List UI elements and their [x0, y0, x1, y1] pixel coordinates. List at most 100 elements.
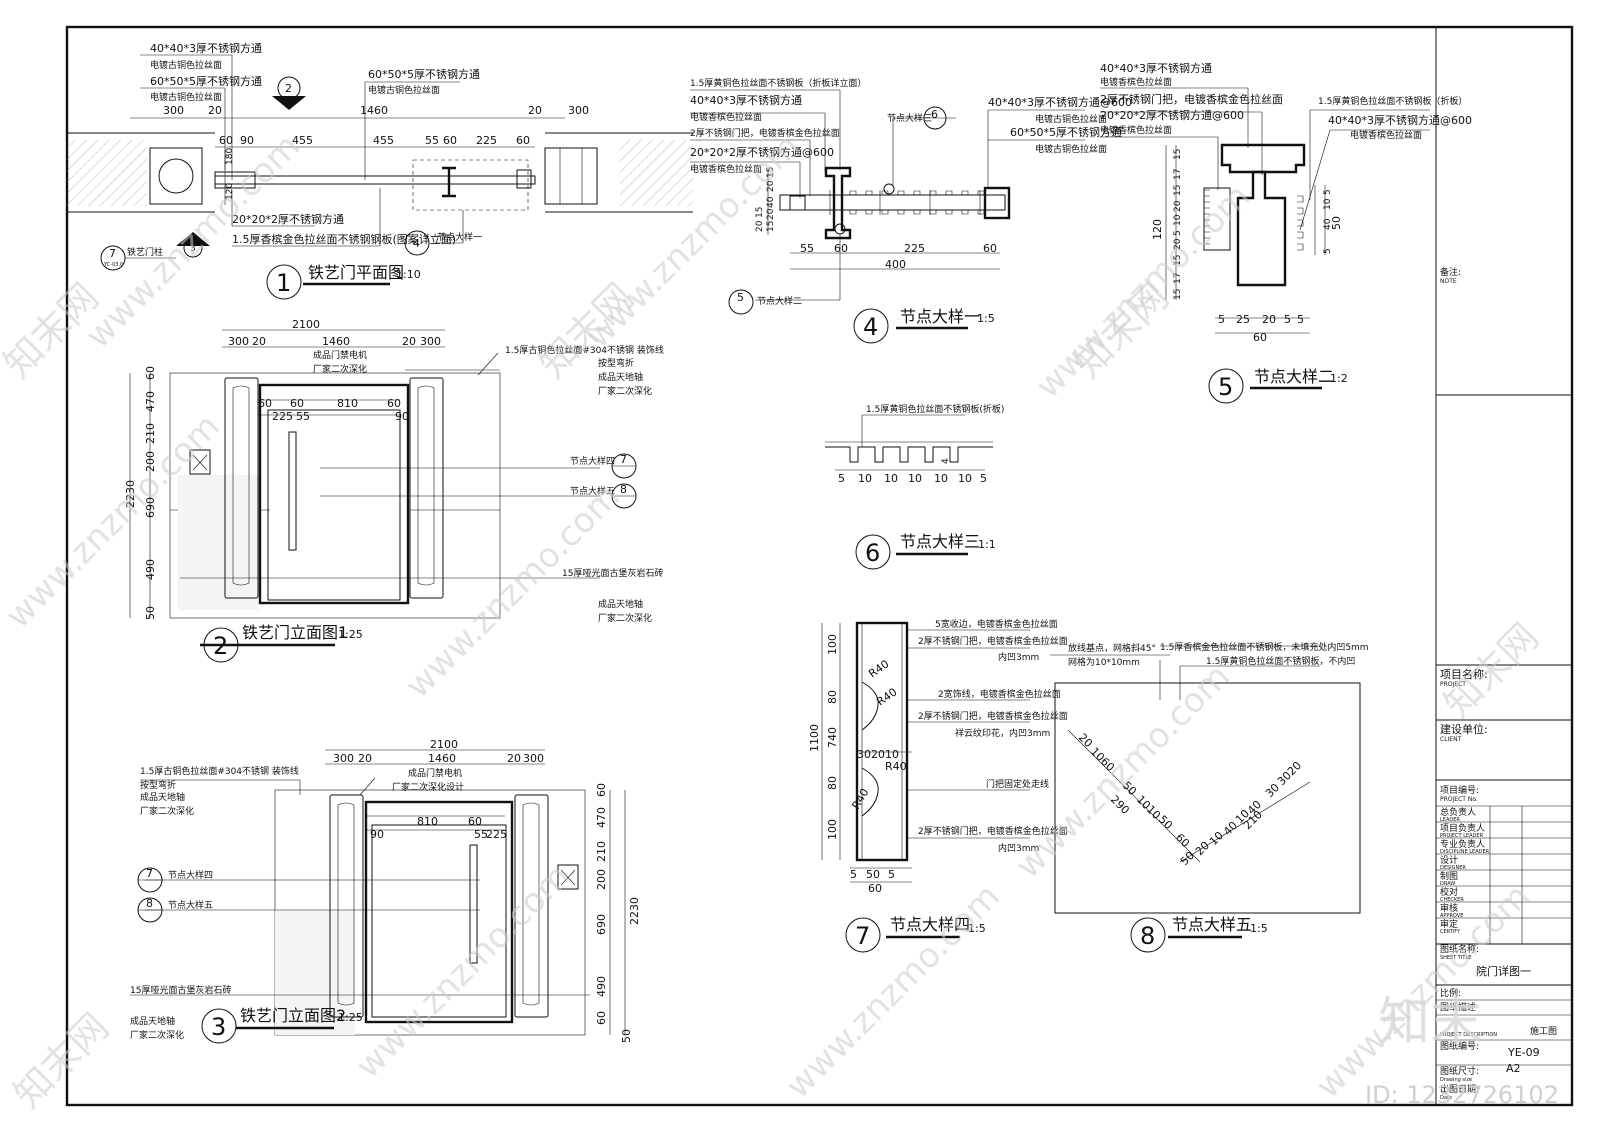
d1-label-3: 电镀香槟色拉丝面 [690, 111, 762, 123]
plan-ref-7-sub: YC-03.0 [103, 262, 123, 268]
d5-label-2: 网格为10*10mm [1068, 656, 1140, 668]
title-block-lines [1436, 394, 1572, 1066]
tb-row-1: 总负责人 [1440, 806, 1476, 818]
d4-dim-i3: 10 [885, 748, 899, 761]
e2-ref-8: 8 [146, 897, 153, 910]
d2-dim-r3: 40 [1323, 218, 1333, 230]
e1-dim-55: 55 [296, 410, 310, 423]
d2-dim-120: 120 [1151, 219, 1164, 240]
plan-dim-180: 180 [225, 148, 235, 165]
tb-size-label: 图纸尺寸: [1440, 1065, 1479, 1077]
e2-ref-7: 7 [146, 867, 153, 880]
d1-dim-400: 400 [885, 258, 906, 271]
e2-dim-v8: 50 [620, 1029, 633, 1043]
plan-label-3: 60*50*5厚不锈钢方通 [150, 74, 262, 88]
d2-dim-l6: 5 [1173, 230, 1183, 236]
e1-ref-8: 8 [620, 483, 627, 496]
tb-desc-en: PROJECT DESCRIPTION [1440, 1032, 1497, 1038]
d2-dim-r4: 50 [1330, 216, 1343, 230]
d1-ref-5: 5 [737, 291, 744, 304]
tb-row-6-en: CHECKER [1440, 897, 1464, 903]
tb-desc-label: 图纸描述 [1440, 1001, 1476, 1013]
tb-row-8-en: CERTIFY [1440, 929, 1461, 935]
d2-label-3: 2厚不锈钢门把，电镀香槟金色拉丝面 [1100, 92, 1283, 106]
d1-label-6: 电镀香槟色拉丝面 [690, 163, 762, 175]
e1-dim-v2: 470 [144, 391, 157, 412]
tb-row-7-en: APPROVE [1440, 913, 1463, 919]
e2-dim-v4: 200 [595, 869, 608, 890]
d2-dim-r2: 10 [1323, 198, 1333, 210]
tb-date-en: Date [1440, 1095, 1452, 1101]
d4-label-5: 2厚不锈钢门把，电镀香槟金色拉丝面 [918, 710, 1068, 722]
plan-dim-120: 120 [225, 183, 235, 200]
tb-projno-en: PROJECT No. [1440, 796, 1478, 803]
e1-dim-60b: 60 [290, 397, 304, 410]
e2-label-11: 厂家二次深化 [130, 1029, 184, 1041]
d4-label-8: 2厚不锈钢门把，电镀香槟金色拉丝面 [918, 825, 1068, 837]
plan-label-5: 60*50*5厚不锈钢方通 [368, 67, 480, 81]
d3-dim-2: 10 [858, 472, 872, 485]
e2-label-4: 厂家二次深化设计 [392, 781, 464, 793]
tb-sheet-title-en: SHEET TITLE [1440, 955, 1471, 961]
d3-dim-7: 5 [980, 472, 987, 485]
e2-dim-v6: 490 [595, 976, 608, 997]
d3-dim-6: 10 [958, 472, 972, 485]
e2-label-8: 节点大样五 [168, 899, 213, 911]
d1-label-9: 60*50*5厚不锈钢方通 [1010, 125, 1122, 139]
d1-label-2: 40*40*3厚不锈钢方通 [690, 93, 802, 107]
d3-scale: 1:1 [978, 538, 996, 551]
plan-label-1: 40*40*3厚不锈钢方通 [150, 41, 262, 55]
d2-dim-l5: 10 [1173, 214, 1183, 226]
d2-dim-l9: 17 [1173, 273, 1183, 284]
d5-dim-a1: 20 [1076, 731, 1095, 750]
d4-label-4: 2宽饰线，电镀香槟金色拉丝面 [938, 688, 1061, 700]
e1-dim-v4: 200 [144, 451, 157, 472]
d5-label-4: 1.5厚黄铜色拉丝面不锈钢板，不内凹 [1206, 655, 1355, 667]
plan-dim-300a: 300 [163, 104, 184, 117]
d2-dim-r1: 5 [1323, 189, 1333, 195]
plan-dim-455a: 455 [292, 134, 313, 147]
d5-label-3: 1.5厚香槟金色拉丝面不锈钢板，未填充处内凹5mm [1160, 641, 1369, 653]
d4-dim-v4: 80 [826, 776, 839, 790]
d2-dim-l1: 15 [1173, 149, 1183, 160]
plan-label-8: 1.5厚香槟金色拉丝面不锈钢钢板(图案详立面) [232, 232, 456, 246]
e1-label-10: 成品天地轴 [598, 598, 643, 610]
d1-dim-v1: 15 [766, 167, 776, 178]
plan-ref-3: 3 [190, 244, 196, 254]
d3-dim-5: 10 [934, 472, 948, 485]
e1-dim-300b: 300 [420, 335, 441, 348]
d5-dim-a8: 60 [1173, 831, 1192, 850]
d4-scale: 1:5 [968, 922, 986, 935]
e2-dim-20b: 20 [507, 752, 521, 765]
d4-dim-h1: 5 [850, 868, 857, 881]
e1-label-1: 1.5厚古铜色拉丝面#304不锈钢 装饰线 [505, 344, 664, 356]
d4-dim-v3: 740 [826, 727, 839, 748]
d5-dim-b9: 50 [1178, 849, 1197, 868]
d2-label-8: 电镀香槟色拉丝面 [1350, 129, 1422, 141]
plan-scale: 1:10 [396, 268, 421, 281]
plan-label-6: 电镀古铜色拉丝面 [368, 84, 440, 96]
d1-ref-6: 6 [931, 108, 938, 121]
d1-label-12: 节点大样二 [757, 295, 802, 307]
tb-scale-label: 比例: [1440, 987, 1461, 999]
e2-label-3: 按型弯折 [140, 779, 176, 791]
e2-dim-v2: 470 [595, 807, 608, 828]
d3-dim-v: 4 [941, 458, 951, 464]
tb-note-label: 备注: [1440, 266, 1461, 278]
tb-sheet-title-label: 图纸名称: [1440, 943, 1479, 955]
d1-label-5: 20*20*2厚不锈钢方通@600 [690, 145, 834, 159]
d4-label-2: 2厚不锈钢门把，电镀香槟金色拉丝面 [918, 635, 1068, 647]
e2-label-7: 节点大样四 [168, 869, 213, 881]
e1-scale: 1:25 [338, 628, 363, 641]
e2-dim-2100: 2100 [430, 738, 458, 751]
d4-label-7: 门把固定处走线 [986, 778, 1049, 790]
d1-dim-v7: 15 [755, 207, 765, 218]
d4-dim-v2: 80 [826, 690, 839, 704]
watermark-site-9: www.znzmo.com [1308, 876, 1538, 1106]
plan-label-7: 20*20*2厚不锈钢方通 [232, 212, 344, 226]
d4-dim-1100: 1100 [808, 724, 821, 752]
e1-label-4: 成品天地轴 [598, 371, 643, 383]
d1-dim-v6: 20 [755, 220, 765, 232]
plan-dim-20b: 20 [528, 104, 542, 117]
tb-size-en: Drawing size [1440, 1077, 1472, 1083]
